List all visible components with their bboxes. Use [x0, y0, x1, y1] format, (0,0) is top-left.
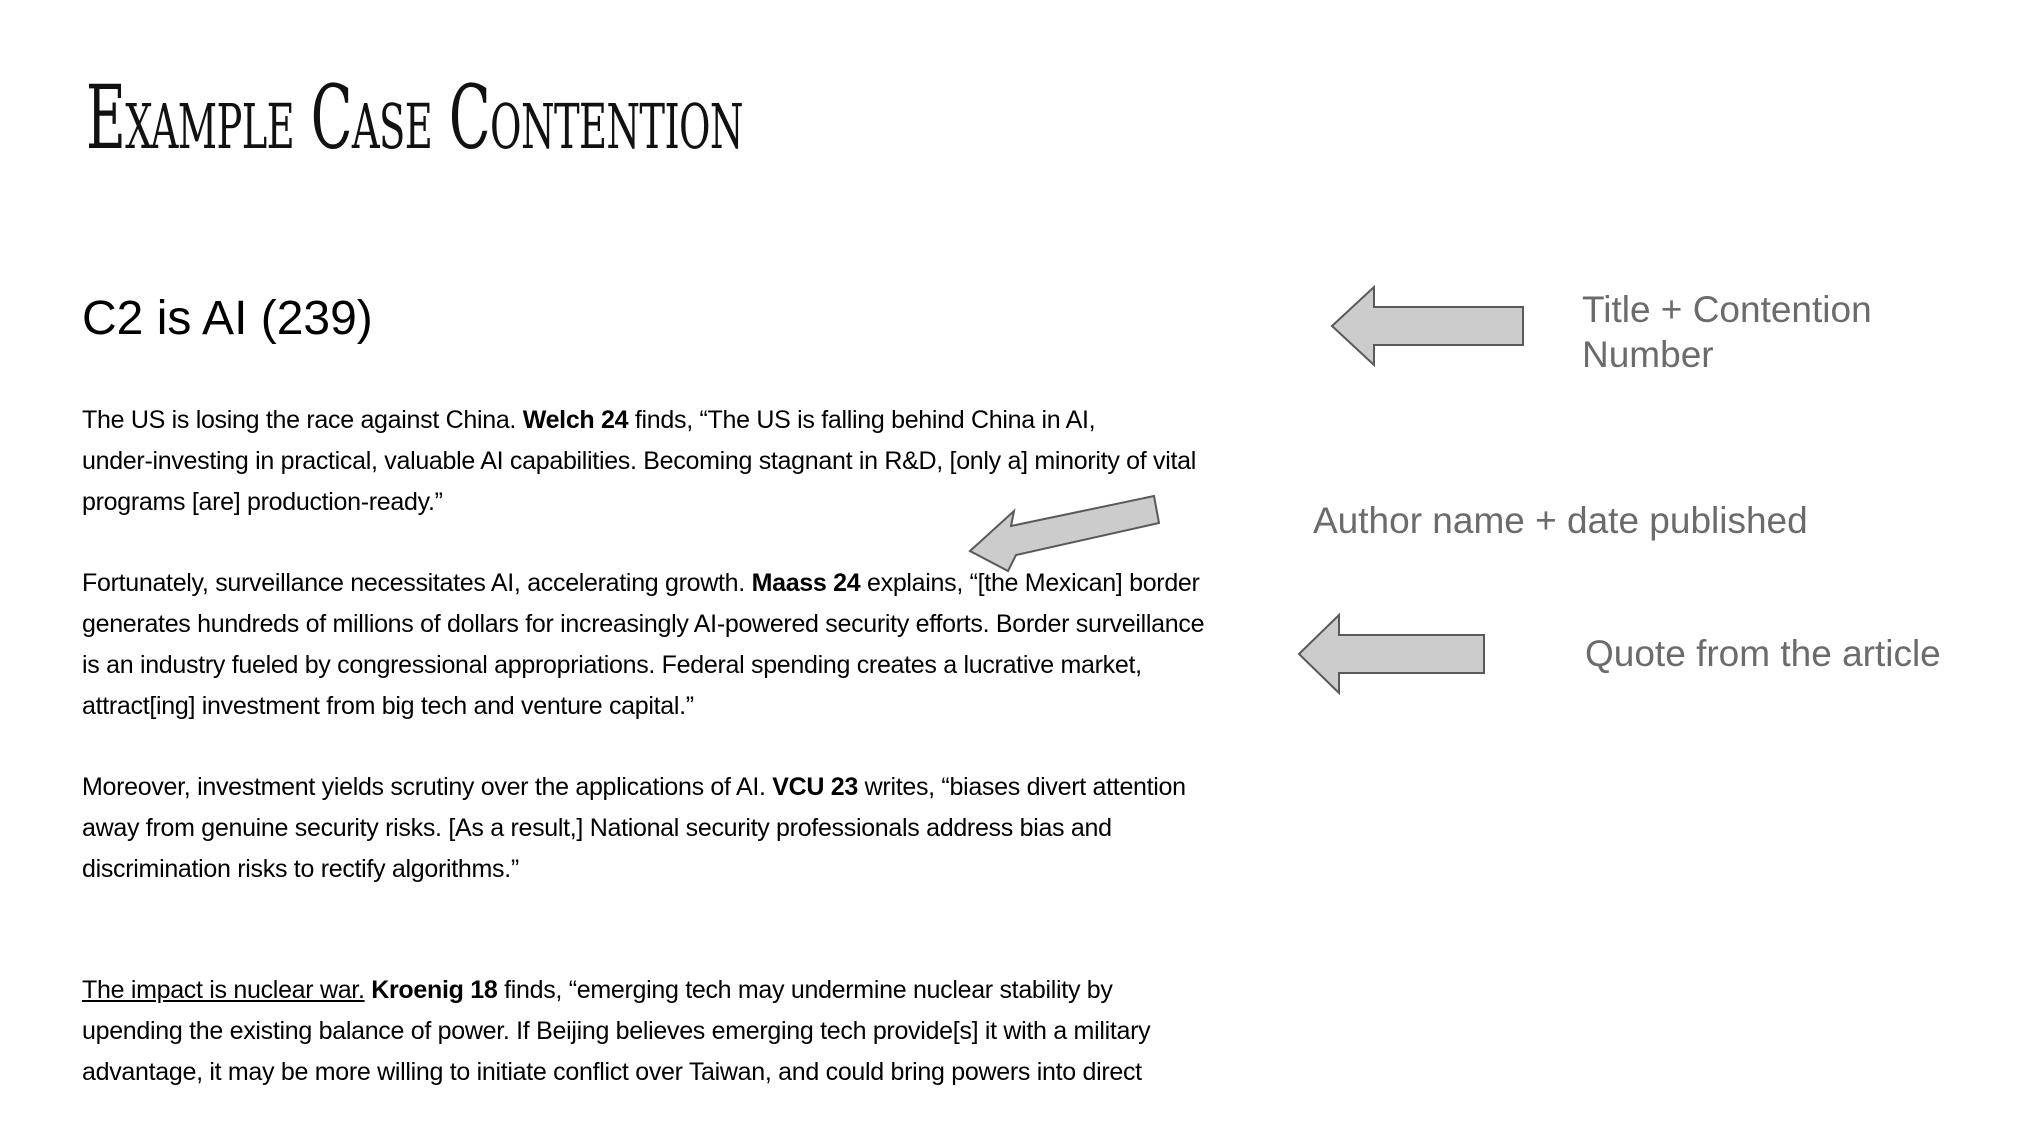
paragraph-link-surveillance: Fortunately, surveillance necessitates A…: [82, 563, 1332, 727]
annotation-quote: Quote from the article: [1585, 633, 1941, 674]
paragraph-link-scrutiny: Moreover, investment yields scrutiny ove…: [82, 767, 1332, 890]
annotation-line: Number: [1582, 334, 1714, 375]
slide-title: Example Case Contention: [86, 66, 744, 169]
left-arrow-icon: [968, 494, 1161, 573]
paragraph-line: programs [are] production-ready.”: [82, 488, 443, 516]
impact-statement: The impact is nuclear war.: [82, 976, 365, 1004]
paragraph-uniqueness: The US is losing the race against China.…: [82, 400, 1332, 523]
paragraph-line: is an industry fueled by congressional a…: [82, 651, 1142, 679]
paragraph-line: Fortunately, surveillance necessitates A…: [82, 563, 1332, 604]
paragraph-line: The US is losing the race against China.…: [82, 400, 1332, 441]
text-run: finds, “The US is falling behind China i…: [628, 406, 1096, 434]
citation: Welch 24: [522, 406, 629, 434]
paragraph-line: The impact is nuclear war. Kroenig 18 fi…: [82, 970, 1332, 1011]
paragraph-line: under-investing in practical, valuable A…: [82, 447, 1197, 475]
text-run: Moreover, investment yields scrutiny ove…: [82, 773, 773, 801]
annotation-title-contention: Title + Contention Number: [1582, 287, 1872, 377]
citation: Kroenig 18: [371, 976, 498, 1004]
text-run: finds, “emerging tech may undermine nucl…: [497, 976, 1113, 1004]
left-arrow-icon: [1330, 284, 1524, 368]
paragraph-line: upending the existing balance of power. …: [82, 1017, 1151, 1045]
paragraph-line: away from genuine security risks. [As a …: [82, 814, 1112, 842]
text-run: Fortunately, surveillance necessitates A…: [82, 569, 752, 597]
left-arrow-icon: [1297, 612, 1485, 696]
contention-heading: C2 is AI (239): [82, 292, 373, 345]
paragraph-line: advantage, it may be more willing to ini…: [82, 1058, 1142, 1086]
arrow-shape: [1297, 612, 1485, 696]
paragraph-line: attract[ing] investment from big tech an…: [82, 692, 694, 720]
paragraph-line: generates hundreds of millions of dollar…: [82, 610, 1205, 638]
citation: VCU 23: [772, 773, 859, 801]
text-run: writes, “biases divert attention: [858, 773, 1186, 801]
annotation-line: Title + Contention: [1582, 289, 1872, 330]
arrow-shape: [1330, 284, 1524, 368]
paragraph-line: discrimination risks to rectify algorith…: [82, 855, 519, 883]
arrow-shape: [968, 494, 1161, 573]
annotation-author-date: Author name + date published: [1313, 500, 1808, 541]
citation: Maass 24: [751, 569, 861, 597]
text-run: explains, “[the Mexican] border: [860, 569, 1200, 597]
text-run: The US is losing the race against China.: [82, 406, 523, 434]
paragraph-impact: The impact is nuclear war. Kroenig 18 fi…: [82, 970, 1332, 1093]
paragraph-line: Moreover, investment yields scrutiny ove…: [82, 767, 1332, 808]
